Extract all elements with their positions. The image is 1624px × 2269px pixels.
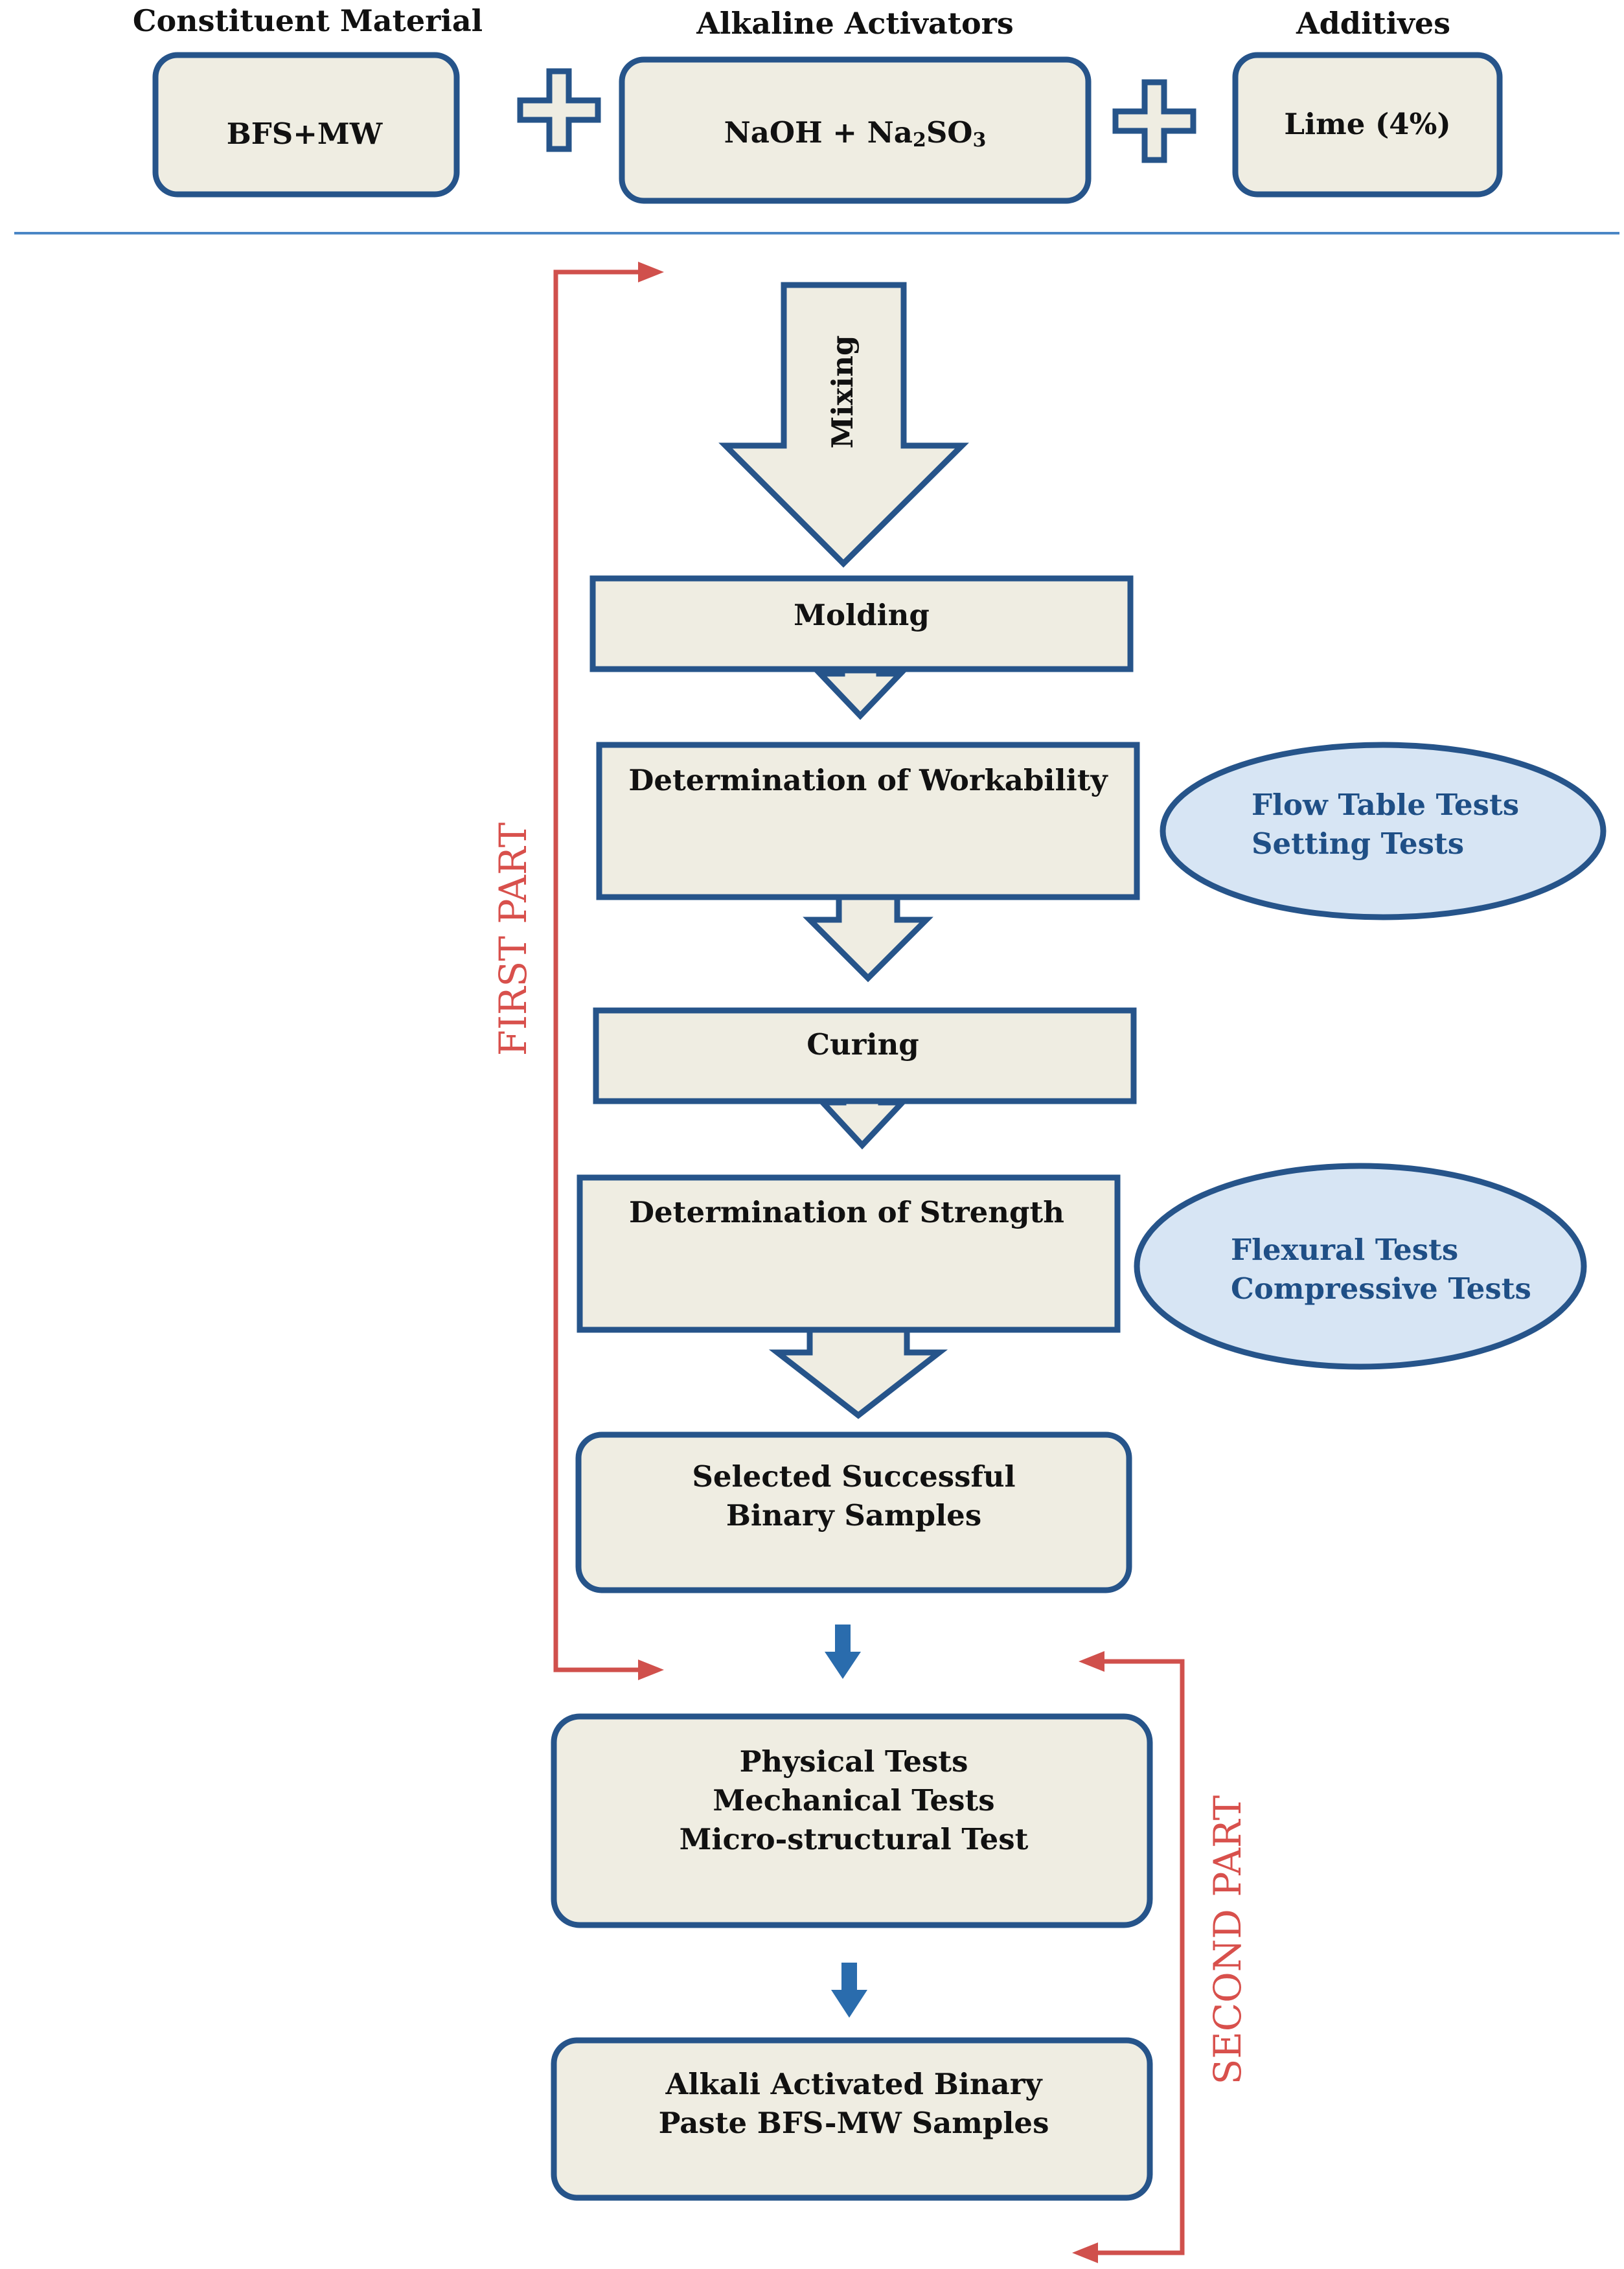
strength-tests-ellipse: Flexural Tests Compressive Tests xyxy=(1134,1163,1587,1370)
workability-step: Determination of Workability xyxy=(596,742,1140,900)
additives-label: Additives xyxy=(1296,6,1450,41)
activators-text: NaOH + Na2SO3 xyxy=(724,115,987,152)
constituent-text: BFS+MW xyxy=(227,117,383,151)
mechanical-tests-text: Mechanical Tests xyxy=(713,1783,994,1818)
second-part-bracket xyxy=(1072,1651,1185,2263)
first-part-label: FIRST PART xyxy=(491,822,535,1056)
selected-line2: Binary Samples xyxy=(726,1498,981,1533)
down-arrow-molding xyxy=(813,667,908,720)
compressive-tests-text: Compressive Tests xyxy=(1231,1271,1531,1306)
flexural-tests-text: Flexural Tests xyxy=(1231,1233,1458,1267)
flow-table-tests-text: Flow Table Tests xyxy=(1252,788,1519,822)
mixing-text: Mixing xyxy=(825,335,860,448)
strength-text: Determination of Strength xyxy=(629,1195,1064,1229)
molding-step: Molding xyxy=(589,575,1134,672)
mixing-arrow: Mixing xyxy=(718,282,969,568)
curing-text: Curing xyxy=(806,1027,919,1062)
constituent-box: BFS+MW xyxy=(152,52,460,198)
plus-sign-2 xyxy=(1112,79,1196,163)
second-part-label: SECOND PART xyxy=(1206,1795,1250,2084)
final-line2: Paste BFS-MW Samples xyxy=(659,2106,1049,2140)
workability-tests-ellipse: Flow Table Tests Setting Tests xyxy=(1160,742,1607,920)
first-part-bracket xyxy=(553,262,664,1680)
down-arrow-curing xyxy=(816,1098,909,1150)
down-arrow-workability xyxy=(803,894,933,983)
workability-text: Determination of Workability xyxy=(628,763,1108,797)
physical-tests-text: Physical Tests xyxy=(740,1744,968,1779)
activators-box: NaOH + Na2SO3 xyxy=(619,56,1092,204)
constituent-material-label: Constituent Material xyxy=(133,3,483,38)
alkaline-activators-label: Alkaline Activators xyxy=(696,6,1014,41)
strength-step: Determination of Strength xyxy=(577,1174,1121,1333)
selected-line1: Selected Successful xyxy=(692,1459,1015,1494)
setting-tests-text: Setting Tests xyxy=(1252,827,1464,861)
microstructural-test-text: Micro-structural Test xyxy=(680,1822,1029,1856)
down-arrow-strength xyxy=(768,1327,948,1419)
curing-step: Curing xyxy=(593,1007,1137,1104)
final-line1: Alkali Activated Binary xyxy=(665,2067,1043,2101)
final-samples-step: Alkali Activated Binary Paste BFS-MW Sam… xyxy=(551,2037,1153,2201)
blue-down-arrow-1 xyxy=(825,1625,861,1679)
blue-down-arrow-2 xyxy=(831,1963,867,2018)
selected-samples-step: Selected Successful Binary Samples xyxy=(575,1431,1132,1593)
additives-text: Lime (4%) xyxy=(1284,107,1450,141)
molding-text: Molding xyxy=(794,598,930,632)
additives-box: Lime (4%) xyxy=(1232,52,1503,198)
tests-step: Physical Tests Mechanical Tests Micro-st… xyxy=(551,1713,1153,1928)
plus-sign-1 xyxy=(517,68,601,152)
